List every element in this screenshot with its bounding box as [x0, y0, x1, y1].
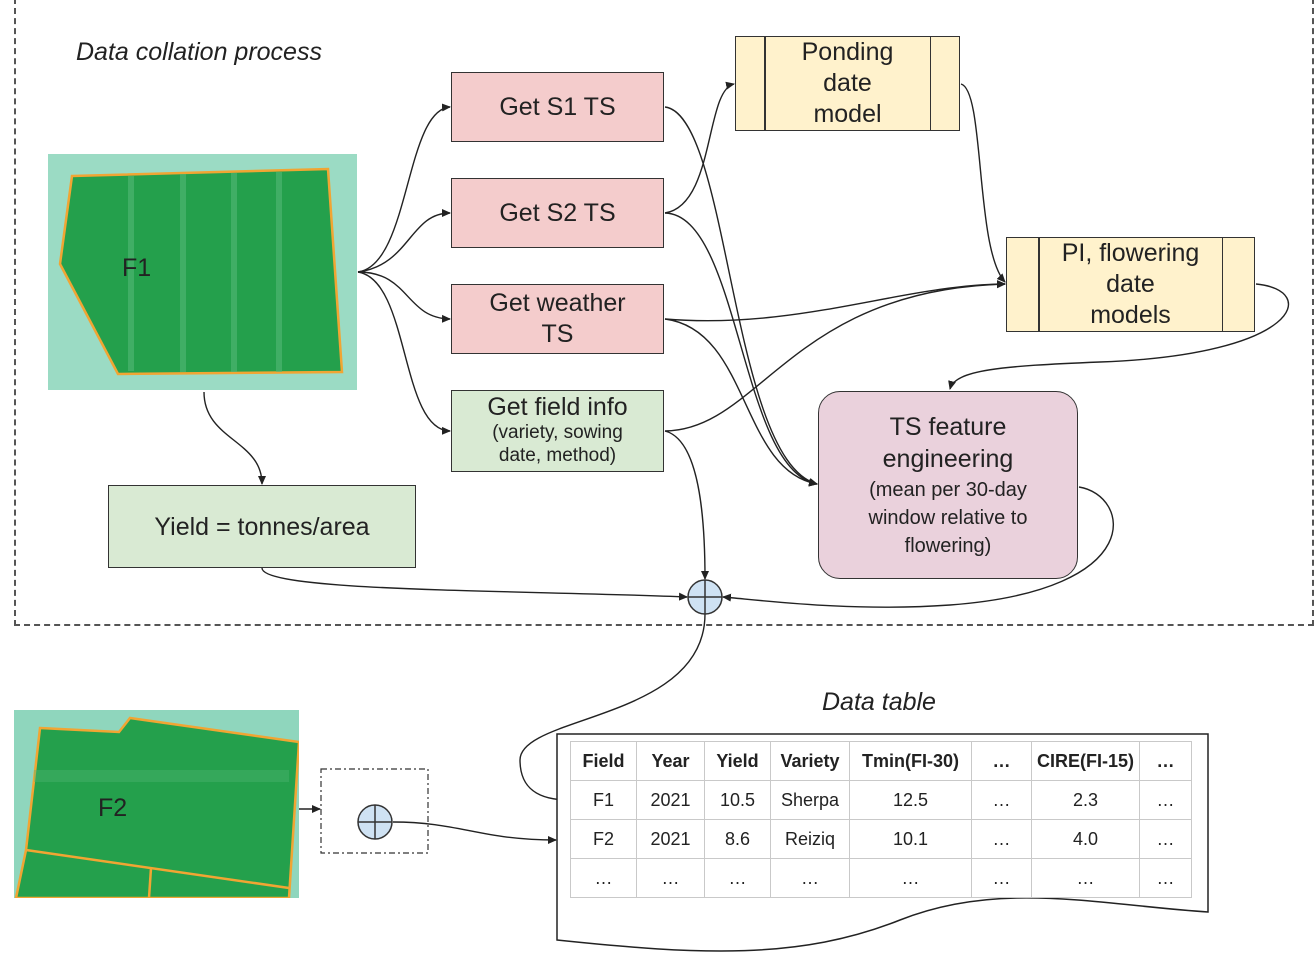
table-cell: … [636, 858, 705, 898]
data-table: Field Year Yield Variety Tmin(FI-30) … C… [570, 741, 1192, 898]
pi-label-2: date [1106, 269, 1155, 298]
table-cell: … [1139, 858, 1192, 898]
table-cell: … [971, 858, 1032, 898]
table-header-cell: CIRE(FI-15) [1031, 741, 1140, 781]
pi-label-1: PI, flowering [1061, 238, 1200, 267]
table-row: F2 2021 8.6 Reiziq 10.1 … 4.0 … [570, 819, 1192, 859]
table-header-cell: … [971, 741, 1032, 781]
get-s1-ts-box: Get S1 TS [451, 72, 664, 142]
ts-label-1: TS feature [889, 412, 1007, 441]
data-table-title: Data table [822, 688, 936, 716]
ponding-label-3: model [813, 100, 882, 129]
get-s2-ts-box: Get S2 TS [451, 178, 664, 248]
table-cell: … [704, 858, 771, 898]
ts-sub-3: flowering) [904, 534, 992, 557]
table-cell: … [770, 858, 850, 898]
pi-flowering-date-models-box: PI, flowering date models [1006, 237, 1255, 332]
table-header-row: Field Year Yield Variety Tmin(FI-30) … C… [570, 741, 1192, 781]
table-cell: … [1031, 858, 1140, 898]
field-label-f2: F2 [98, 794, 128, 822]
process-frame [14, 0, 1314, 626]
table-cell: 2.3 [1031, 780, 1140, 820]
table-cell: … [570, 858, 637, 898]
table-cell: Sherpa [770, 780, 850, 820]
get-weather-ts-label-2: TS [541, 320, 574, 348]
ts-feature-engineering-box: TS feature engineering (mean per 30-day … [818, 391, 1078, 579]
table-cell: 2021 [636, 819, 705, 859]
get-weather-ts-label-1: Get weather [489, 288, 626, 317]
ts-sub-2: window relative to [868, 506, 1028, 529]
circle-plus-icon [687, 579, 723, 615]
get-field-info-sub-2: date, method) [498, 444, 617, 466]
table-cell: … [849, 858, 972, 898]
table-cell: 10.5 [704, 780, 771, 820]
ts-sub-1: (mean per 30-day [869, 478, 1027, 501]
table-header-cell: Tmin(FI-30) [849, 741, 972, 781]
ts-label-2: engineering [882, 445, 1014, 473]
ponding-date-model-box: Ponding date model [735, 36, 960, 131]
field-f2-graphic [14, 710, 299, 898]
table-cell: F2 [570, 819, 637, 859]
ponding-label-1: Ponding [801, 37, 894, 66]
get-s2-ts-label: Get S2 TS [499, 199, 616, 227]
pi-label-3: models [1090, 301, 1171, 330]
get-field-info-label: Get field info [487, 393, 628, 422]
process-title: Data collation process [76, 38, 322, 66]
table-cell: … [971, 780, 1032, 820]
table-cell: 4.0 [1031, 819, 1140, 859]
get-s1-ts-label: Get S1 TS [499, 93, 616, 121]
f2-combine-frame [320, 768, 429, 854]
table-row: F1 2021 10.5 Sherpa 12.5 … 2.3 … [570, 780, 1192, 820]
table-cell: … [1139, 780, 1192, 820]
table-cell: 8.6 [704, 819, 771, 859]
table-header-cell: Variety [770, 741, 850, 781]
table-header-cell: Field [570, 741, 637, 781]
table-cell: 2021 [636, 780, 705, 820]
table-row: … … … … … … … … [570, 858, 1192, 898]
table-cell: … [1139, 819, 1192, 859]
circle-plus-icon-small [357, 804, 393, 840]
yield-box: Yield = tonnes/area [108, 485, 416, 568]
field-image-f2: F2 [14, 710, 299, 898]
table-header-cell: Yield [704, 741, 771, 781]
yield-label: Yield = tonnes/area [154, 512, 370, 541]
get-field-info-sub-1: (variety, sowing [492, 421, 623, 443]
table-header-cell: Year [636, 741, 705, 781]
get-weather-ts-box: Get weather TS [451, 284, 664, 354]
table-cell: 10.1 [849, 819, 972, 859]
field-image-f1: F1 [48, 154, 357, 390]
table-cell: 12.5 [849, 780, 972, 820]
table-cell: … [971, 819, 1032, 859]
ponding-label-2: date [823, 68, 872, 97]
table-cell: F1 [570, 780, 637, 820]
field-label-f1: F1 [122, 254, 152, 282]
get-field-info-box: Get field info (variety, sowing date, me… [451, 390, 664, 472]
table-header-cell: … [1139, 741, 1192, 781]
field-f1-graphic [48, 154, 357, 390]
table-cell: Reiziq [770, 819, 850, 859]
